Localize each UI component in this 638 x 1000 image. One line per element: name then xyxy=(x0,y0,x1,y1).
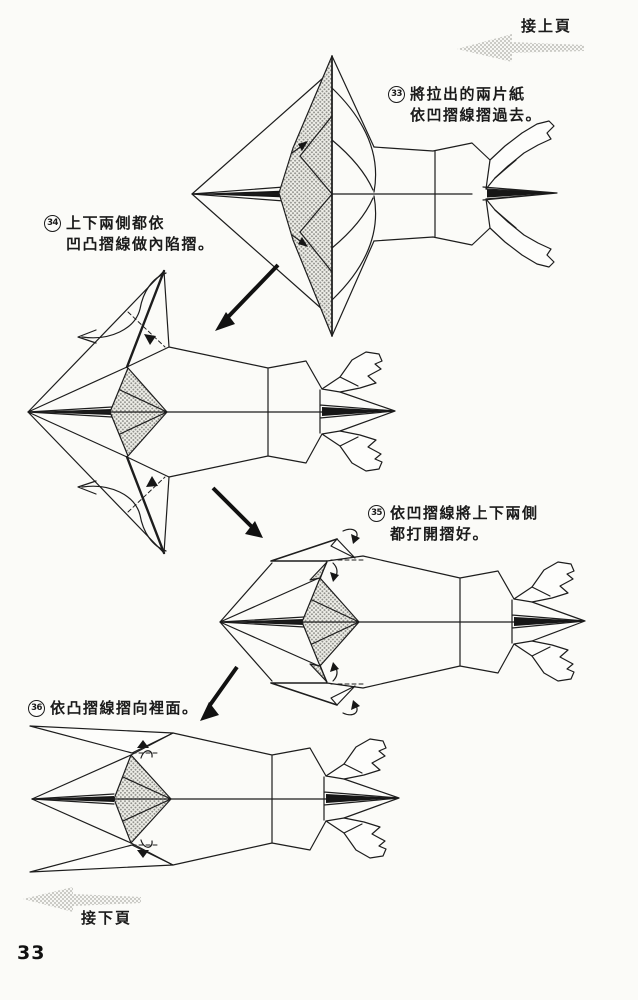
prev-page-arrow-icon xyxy=(457,34,584,62)
step-arrow-35-to-36-icon xyxy=(200,665,239,721)
origami-diagram-step-36 xyxy=(29,725,400,873)
prev-page-label: 接上頁 xyxy=(521,17,573,35)
step-33-line-1: 將拉出的兩片紙 xyxy=(410,85,526,103)
foot-flap xyxy=(513,640,575,682)
foot-flap xyxy=(325,817,387,859)
step-arrow-34-to-35-icon xyxy=(211,486,263,538)
origami-diagram-step-33 xyxy=(191,55,558,337)
step-35-line-1: 依凹摺線將上下兩側 xyxy=(390,504,539,522)
step-34-number-badge: 34 xyxy=(44,215,61,232)
page-number: 33 xyxy=(17,942,46,964)
step-36-instruction: 36 依凸摺線摺向裡面。 xyxy=(28,698,199,719)
head-flap xyxy=(485,120,555,190)
step-33-number-badge: 33 xyxy=(388,86,405,103)
folded-flap-tip xyxy=(330,538,356,559)
step-36-line-1: 依凸摺線摺向裡面。 xyxy=(50,699,199,717)
step-35-line-2: 都打開摺好。 xyxy=(390,525,490,543)
folded-flap xyxy=(29,725,174,754)
step-33-line-2: 依凹摺線摺過去。 xyxy=(410,106,543,124)
foot-flap xyxy=(321,430,383,472)
head-flap xyxy=(321,351,383,393)
next-page-arrow-icon xyxy=(23,887,141,912)
next-page-label: 接下頁 xyxy=(81,909,133,927)
step-arrow-33-to-34-icon xyxy=(215,263,280,331)
step-36-number-badge: 36 xyxy=(28,700,45,717)
head-flap xyxy=(325,738,387,780)
step-35-number-badge: 35 xyxy=(368,505,385,522)
step-34-line-2: 凹凸摺線做內陷摺。 xyxy=(66,235,215,253)
step-35-instruction: 35 依凹摺線將上下兩側 都打開摺好。 xyxy=(368,503,539,545)
head-flap xyxy=(513,561,575,603)
step-34-line-1: 上下兩側都依 xyxy=(66,214,166,232)
folded-flap-tip xyxy=(330,685,356,706)
fold-arrow xyxy=(81,272,167,339)
step-33-instruction: 33 將拉出的兩片紙 依凹摺線摺過去。 xyxy=(388,84,542,126)
step-34-instruction: 34 上下兩側都依 凹凸摺線做內陷摺。 xyxy=(44,213,215,255)
folded-flap xyxy=(29,844,174,873)
fold-arrow xyxy=(81,485,167,552)
foot-flap xyxy=(485,198,555,268)
origami-diagram-step-35 xyxy=(219,528,586,716)
origami-diagram-step-34 xyxy=(27,269,396,555)
